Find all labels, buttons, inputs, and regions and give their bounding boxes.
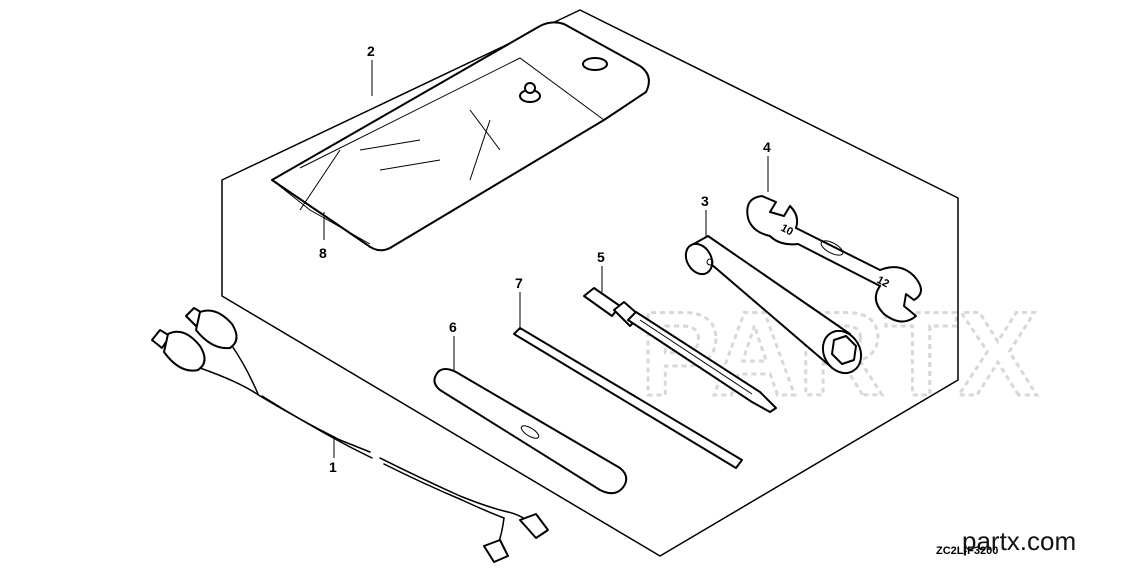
callout-3: 3 (701, 193, 709, 209)
svg-text:10: 10 (779, 222, 795, 238)
drawing-code: ZC2L-F3200 (936, 545, 998, 557)
leader-lines (323, 60, 769, 458)
callout-1: 1 (329, 459, 337, 475)
partx-brand: partx.com (962, 526, 1076, 556)
part-2-tool-bag[interactable] (271, 21, 650, 252)
part-4-open-wrench[interactable]: 10 12 (746, 195, 922, 323)
svg-text:12: 12 (875, 274, 891, 290)
kit-boundary (221, 9, 959, 557)
callout-8: 8 (319, 245, 327, 261)
callout-7: 7 (515, 275, 523, 291)
part-3-plug-wrench[interactable] (681, 235, 869, 380)
part-7-rod[interactable] (513, 327, 743, 469)
callout-4: 4 (763, 139, 771, 155)
callout-2: 2 (367, 43, 375, 59)
part-6-handle-bar[interactable] (433, 368, 628, 495)
callout-5: 5 (597, 249, 605, 265)
part-1-charging-cord[interactable] (151, 307, 549, 563)
part-5-screwdriver[interactable] (583, 287, 777, 413)
callout-6: 6 (449, 319, 457, 335)
